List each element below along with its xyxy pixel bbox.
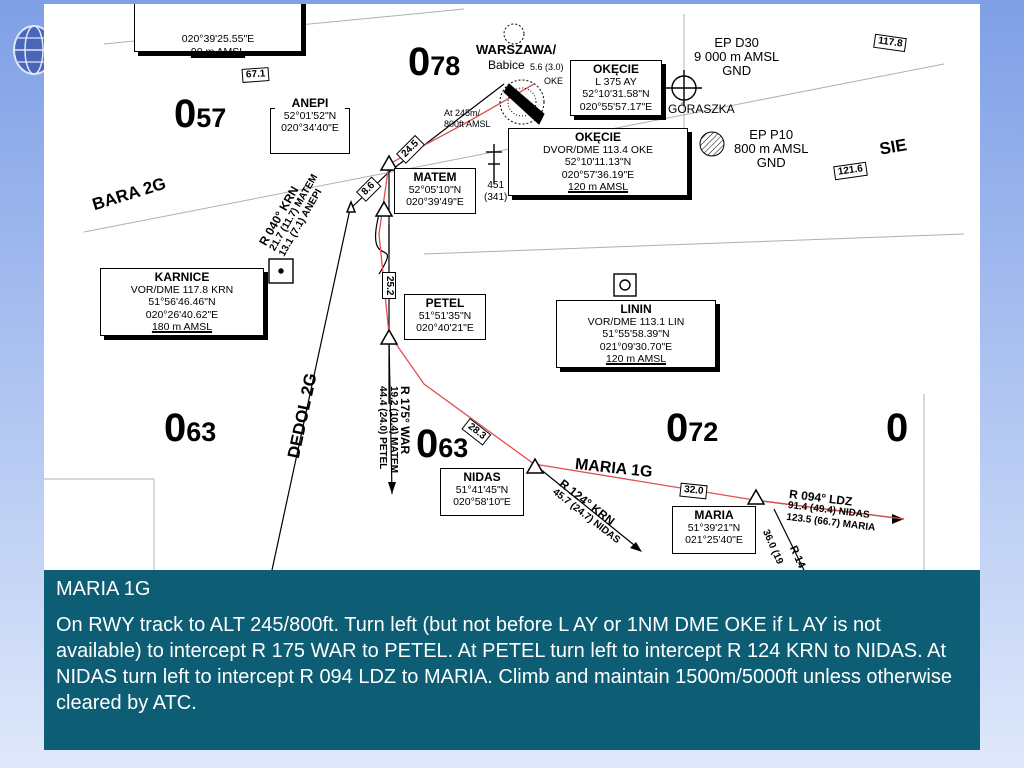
navaid-box-karnice: KARNICE VOR/DME 117.8 KRN 51°56'46.46"N … bbox=[100, 268, 264, 336]
waypoint-box-petel: PETEL 51°51'35"N 020°40'21"E bbox=[404, 294, 486, 340]
airspace-ep-d30: EP D30 9 000 m AMSL GND bbox=[694, 35, 780, 78]
msa-063-west: 063 bbox=[164, 406, 217, 450]
warszawa-label: WARSZAWA/ bbox=[476, 42, 557, 57]
petel-lat: 51°51'35"N bbox=[418, 309, 472, 322]
anepi-lat: 52°01'52"N bbox=[283, 109, 337, 122]
okecie-vor-lat: 52°10'11.13"N bbox=[564, 156, 632, 168]
globe-logo-icon bbox=[13, 25, 48, 75]
okecie-vor-freq: DVOR/DME 113.4 OKE bbox=[542, 143, 654, 156]
distance-67-1: 67.1 bbox=[241, 67, 270, 83]
obstacle-elev: 451 (341) bbox=[484, 180, 508, 203]
okecie-l-freq: L 375 AY bbox=[595, 75, 637, 88]
msa-072: 072 bbox=[666, 406, 719, 450]
karnice-elev: 180 m AMSL bbox=[151, 321, 213, 333]
procedure-title: MARIA 1G bbox=[56, 578, 151, 600]
navaid-box-okecie-vor: OKĘCIE DVOR/DME 113.4 OKE 52°10'11.13"N … bbox=[508, 128, 688, 196]
matem-lon: 020°39'49"E bbox=[406, 196, 464, 208]
distance-25-2: 25.2 bbox=[382, 272, 396, 300]
okecie-vor-name: OKĘCIE bbox=[574, 130, 621, 144]
karnice-name: KARNICE bbox=[154, 270, 210, 284]
msa-0-east: 0 bbox=[886, 406, 909, 450]
distance-32-0: 32.0 bbox=[679, 482, 709, 500]
waypoint-box-maria: MARIA 51°39'21"N 021°25'40"E bbox=[672, 506, 756, 554]
msa-078: 078 bbox=[408, 40, 461, 84]
nidas-name: NIDAS bbox=[463, 470, 501, 484]
karnice-lon: 020°26'40.62"E bbox=[145, 308, 219, 321]
procedure-text: On RWY track to ALT 245/800ft. Turn left… bbox=[56, 614, 952, 714]
nidas-lon: 020°58'10"E bbox=[453, 496, 511, 508]
okecie-l-lat: 52°10'31.58"N bbox=[582, 88, 650, 100]
waypoint-box-matem: MATEM 52°05'10"N 020°39'49"E bbox=[394, 168, 476, 214]
sid-chart: 020°39'25.55"E 90 m AMSL ANEPI 52°01'52"… bbox=[44, 4, 980, 570]
waypoint-box-anepi: ANEPI 52°01'52"N 020°34'40"E bbox=[270, 97, 350, 154]
petel-lon: 020°40'21"E bbox=[416, 322, 474, 334]
partial-elev: 90 m AMSL bbox=[190, 45, 246, 58]
nidas-lat: 51°41'45"N bbox=[455, 483, 509, 496]
maria-name: MARIA bbox=[694, 508, 734, 522]
karnice-lat: 51°56'46.46"N bbox=[148, 296, 216, 308]
okecie-l-name: OKĘCIE bbox=[592, 62, 639, 76]
maria-lat: 51°39'21"N bbox=[687, 521, 741, 534]
babice-label: Babice bbox=[488, 58, 525, 72]
linin-name: LININ bbox=[620, 302, 652, 316]
petel-name: PETEL bbox=[425, 296, 465, 310]
okecie-vor-lon: 020°57'36.19"E bbox=[561, 168, 635, 181]
linin-lon: 021°09'30.70"E bbox=[599, 340, 673, 353]
anepi-lon: 020°34'40"E bbox=[281, 122, 339, 134]
radial-r175-war: R 175° WAR 19.2 (10.4) MATEM 44.4 (24.0)… bbox=[377, 386, 412, 474]
waypoint-box-nidas: NIDAS 51°41'45"N 020°58'10"E bbox=[440, 468, 524, 516]
matem-name: MATEM bbox=[413, 170, 457, 184]
navaid-box-linin: LININ VOR/DME 113.1 LIN 51°55'58.39"N 02… bbox=[556, 300, 716, 368]
okecie-l-lon: 020°55'57.17"E bbox=[579, 100, 653, 113]
msa-057: 057 bbox=[174, 92, 227, 136]
anepi-name: ANEPI bbox=[275, 97, 345, 110]
msa-063-center: 063 bbox=[416, 422, 469, 466]
partial-navaid-box: 020°39'25.55"E 90 m AMSL bbox=[134, 4, 302, 58]
babice-freq: 5.6 (3.0) bbox=[530, 62, 564, 72]
procedure-description-panel: MARIA 1G On RWY track to ALT 245/800ft. … bbox=[44, 570, 980, 750]
okecie-vor-elev: 120 m AMSL bbox=[567, 181, 629, 193]
airspace-ep-p10: EP P10 800 m AMSL GND bbox=[734, 127, 809, 170]
navaid-box-okecie-l: OKĘCIE L 375 AY 52°10'31.58"N 020°55'57.… bbox=[570, 60, 662, 116]
goraszka-label: GÓRASZKA bbox=[668, 102, 735, 116]
linin-freq: VOR/DME 113.1 LIN bbox=[587, 315, 685, 328]
matem-lat: 52°05'10"N bbox=[408, 183, 462, 196]
linin-elev: 120 m AMSL bbox=[605, 353, 667, 365]
oke-label: OKE bbox=[544, 76, 564, 86]
linin-lat: 51°55'58.39"N bbox=[602, 328, 670, 340]
obstacle-note: At 245m/ 800ft AMSL bbox=[444, 108, 491, 129]
maria-lon: 021°25'40"E bbox=[685, 534, 743, 546]
partial-lon: 020°39'25.55"E bbox=[181, 33, 255, 45]
karnice-freq: VOR/DME 117.8 KRN bbox=[130, 283, 234, 296]
